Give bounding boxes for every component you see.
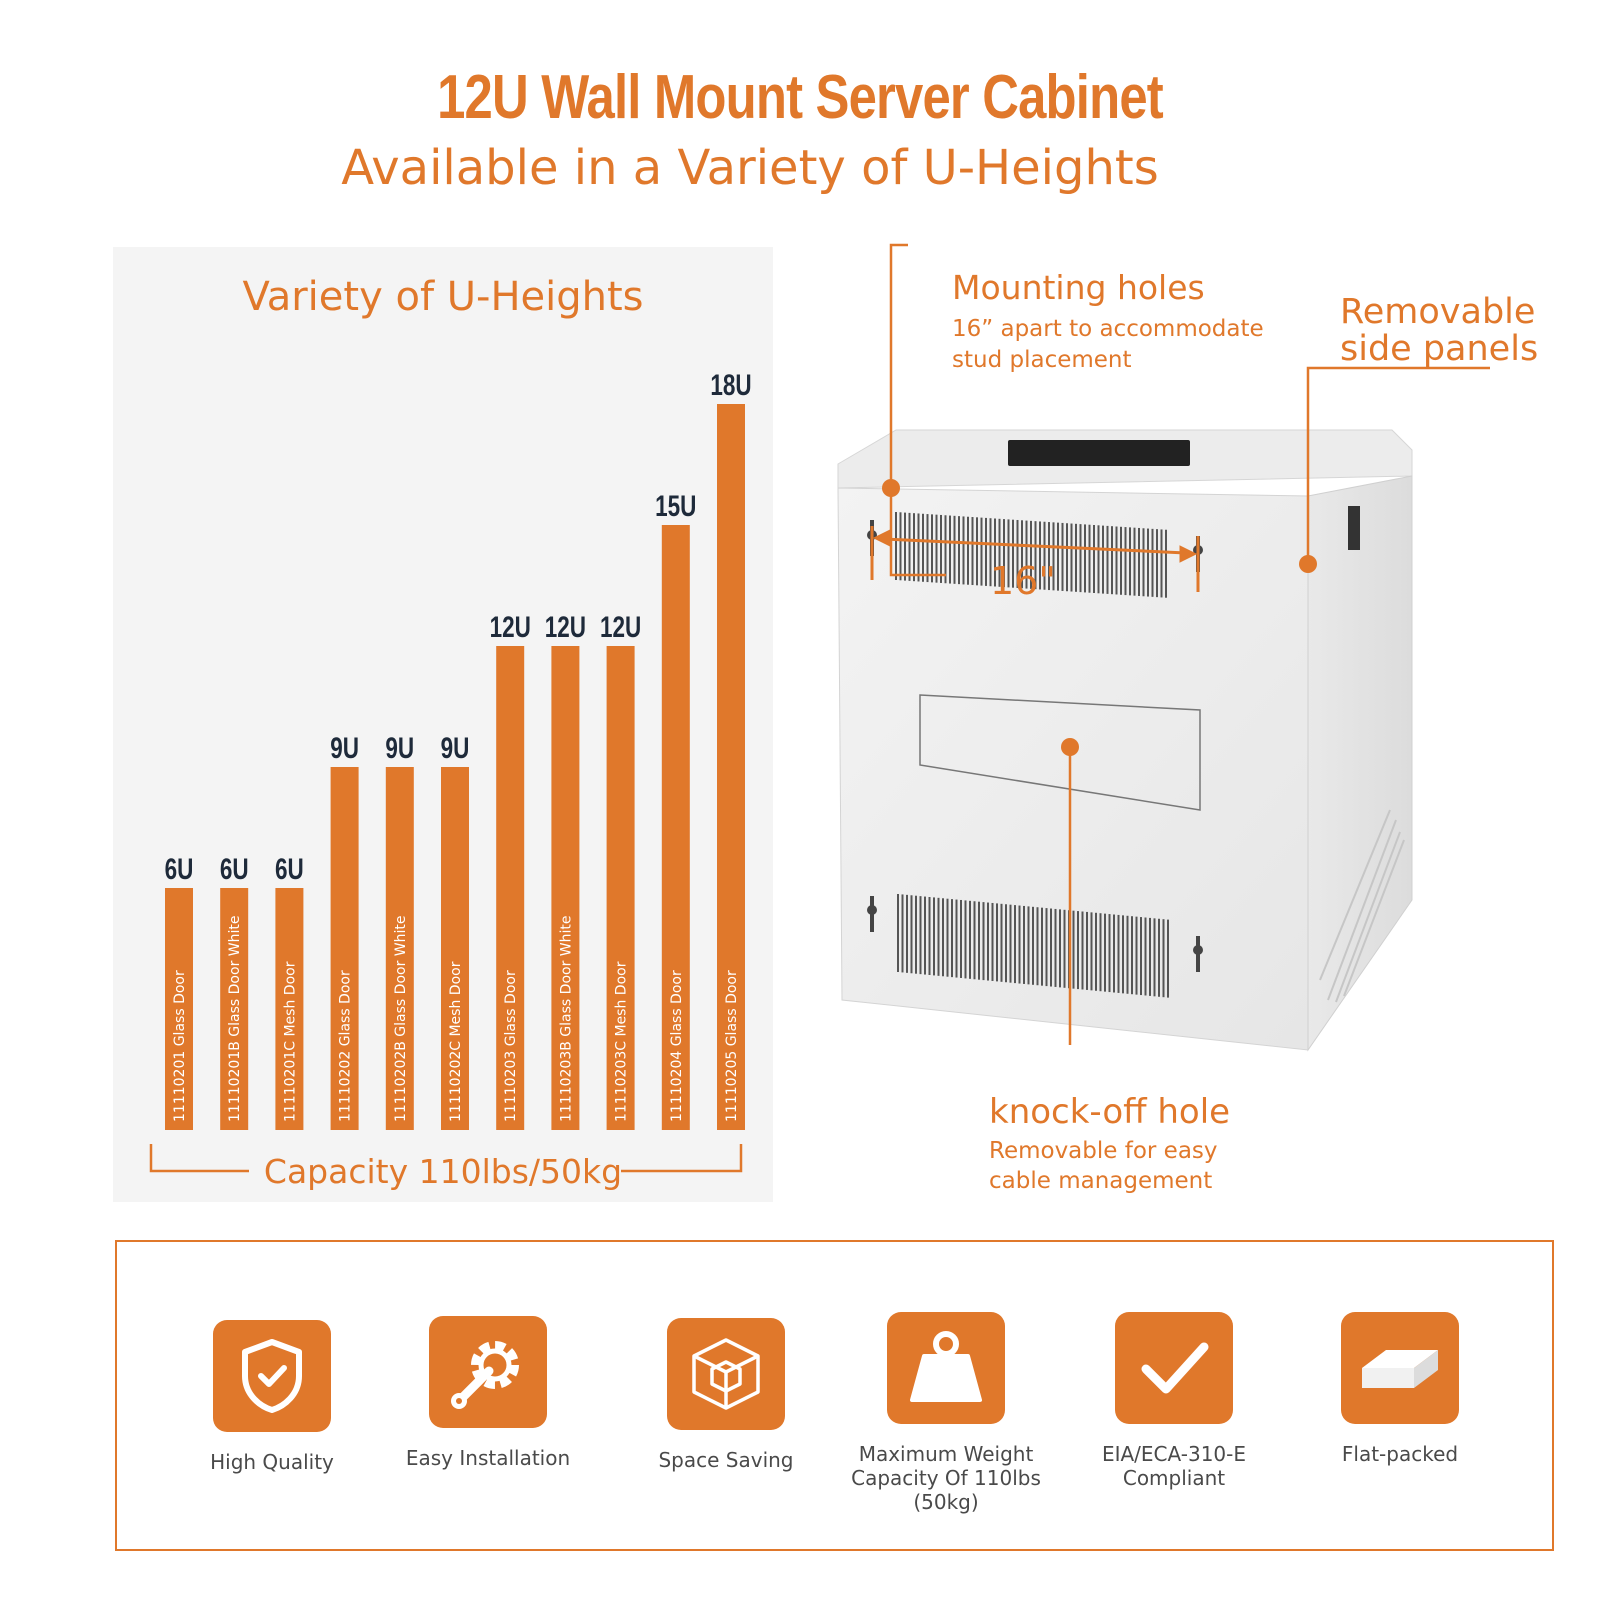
bar-value-label: 12U — [600, 610, 641, 644]
front-bottom-vent — [897, 894, 1169, 998]
capacity-bracket — [149, 1144, 743, 1173]
feature-space-saving: Space Saving — [596, 1318, 856, 1472]
feature-easy-installation: Easy Installation — [358, 1316, 618, 1470]
bar-value-label: 9U — [441, 731, 470, 765]
weight-icon — [887, 1312, 1005, 1424]
dimension-arrow — [870, 526, 1200, 592]
cabinet-illustration: 16" — [837, 243, 1490, 1052]
gear-wrench-icon — [429, 1316, 547, 1428]
bar — [165, 888, 193, 1130]
bar — [385, 767, 414, 1130]
bar-value-label: 12U — [545, 610, 586, 644]
bar — [606, 646, 635, 1130]
feature-label: EIA/ECA-310-E Compliant — [1044, 1442, 1304, 1490]
shield-check-icon — [213, 1320, 331, 1432]
cabinet-side — [1307, 475, 1413, 1052]
side-title-line: side panels — [1340, 329, 1539, 369]
bar-category-label: 11110201 Glass Door — [172, 970, 188, 1122]
bar-category-label: 11110203 Glass Door — [503, 970, 519, 1122]
bar-category-label: 11110202 Glass Door — [338, 970, 354, 1122]
bar-category-label: 11110203B Glass Door White — [558, 916, 574, 1123]
bar-category-label: 11110204 Glass Door — [669, 970, 685, 1122]
bar-category-label: 11110205 Glass Door — [724, 970, 740, 1122]
features-box — [115, 1240, 1554, 1551]
bar — [551, 646, 580, 1130]
mounting-holes-desc: 16” apart to accommodate stud placement — [952, 314, 1292, 376]
callout-dots — [882, 479, 1317, 756]
side-title-line: Removable — [1340, 292, 1536, 332]
knock-off-title: knock-off hole — [989, 1092, 1231, 1132]
feature-label: Maximum Weight Capacity Of 110lbs (50kg) — [816, 1442, 1076, 1514]
feature-label-line: High Quality — [210, 1450, 334, 1474]
bar — [220, 888, 249, 1130]
side-lock — [1348, 506, 1360, 550]
bar — [496, 646, 525, 1130]
bar-category-label: 11110202C Mesh Door — [448, 961, 464, 1122]
knock-off-plate — [919, 694, 1201, 811]
flat-box-icon — [1341, 1312, 1459, 1424]
bar-category-label: 11110203C Mesh Door — [614, 961, 630, 1122]
knock-desc-line: cable management — [989, 1168, 1213, 1194]
feature-label-line: EIA/ECA-310-E — [1101, 1442, 1247, 1466]
mounting-desc-line: stud placement — [952, 347, 1132, 373]
bar-category-label: 11110202B Glass Door White — [393, 916, 409, 1123]
bar-value-label: 9U — [330, 731, 359, 765]
feature-max-weight: Maximum Weight Capacity Of 110lbs (50kg) — [816, 1312, 1076, 1514]
bar — [441, 767, 469, 1130]
feature-label-line: Space Saving — [658, 1448, 794, 1472]
front-top-vent — [895, 512, 1167, 598]
feature-label-line: Maximum Weight — [858, 1442, 1034, 1466]
feature-label-line: Compliant — [1122, 1466, 1226, 1490]
u-heights-bar-chart: 6U 11110201 Glass Door 6U 11110201B Glass D… — [149, 368, 752, 1191]
capacity-label: Capacity 110lbs/50kg — [264, 1152, 622, 1191]
bar-value-label: 9U — [385, 731, 414, 765]
cabinet-top-vent — [1008, 440, 1190, 466]
bar-value-label: 15U — [655, 489, 696, 523]
feature-flat-packed: Flat-packed — [1270, 1312, 1530, 1466]
dimension-label: 16" — [990, 559, 1056, 603]
callout-leaders — [889, 243, 1490, 1045]
bar-value-label: 6U — [275, 852, 304, 886]
feature-label: Space Saving — [596, 1448, 856, 1472]
side-panels-title: Removable side panels — [1340, 294, 1570, 368]
bar — [717, 404, 745, 1130]
bar — [275, 888, 304, 1130]
cube-icon — [667, 1318, 785, 1430]
bar — [661, 525, 690, 1130]
bar-value-label: 12U — [490, 610, 531, 644]
feature-label-line: Flat-packed — [1341, 1442, 1459, 1466]
bar-value-label: 6U — [220, 852, 249, 886]
side-vent-slots — [1319, 809, 1405, 1003]
bar-category-label: 11110201B Glass Door White — [227, 916, 243, 1123]
feature-label-line: Easy Installation — [405, 1446, 571, 1470]
checkmark-icon — [1115, 1312, 1233, 1424]
mounting-holes-title: Mounting holes — [952, 268, 1205, 307]
feature-label: Easy Installation — [358, 1446, 618, 1470]
feature-label-line: Capacity Of 110lbs (50kg) — [851, 1466, 1041, 1514]
knock-off-desc: Removable for easy cable management — [989, 1136, 1289, 1196]
mounting-desc-line: 16” apart to accommodate — [952, 316, 1264, 342]
page-subtitle: Available in a Variety of U-Heights — [341, 140, 1159, 196]
bar — [330, 767, 359, 1130]
bar-value-label: 18U — [710, 368, 751, 402]
feature-high-quality: High Quality — [142, 1320, 402, 1474]
page-title: 12U Wall Mount Server Cabinet — [437, 63, 1164, 132]
chart-title: Variety of U-Heights — [242, 274, 644, 320]
feature-eia-compliant: EIA/ECA-310-E Compliant — [1044, 1312, 1304, 1490]
knock-desc-line: Removable for easy — [989, 1138, 1218, 1164]
feature-label: Flat-packed — [1270, 1442, 1530, 1466]
bar-category-label: 11110201C Mesh Door — [282, 961, 298, 1122]
bar-value-label: 6U — [165, 852, 194, 886]
feature-label: High Quality — [142, 1450, 402, 1474]
